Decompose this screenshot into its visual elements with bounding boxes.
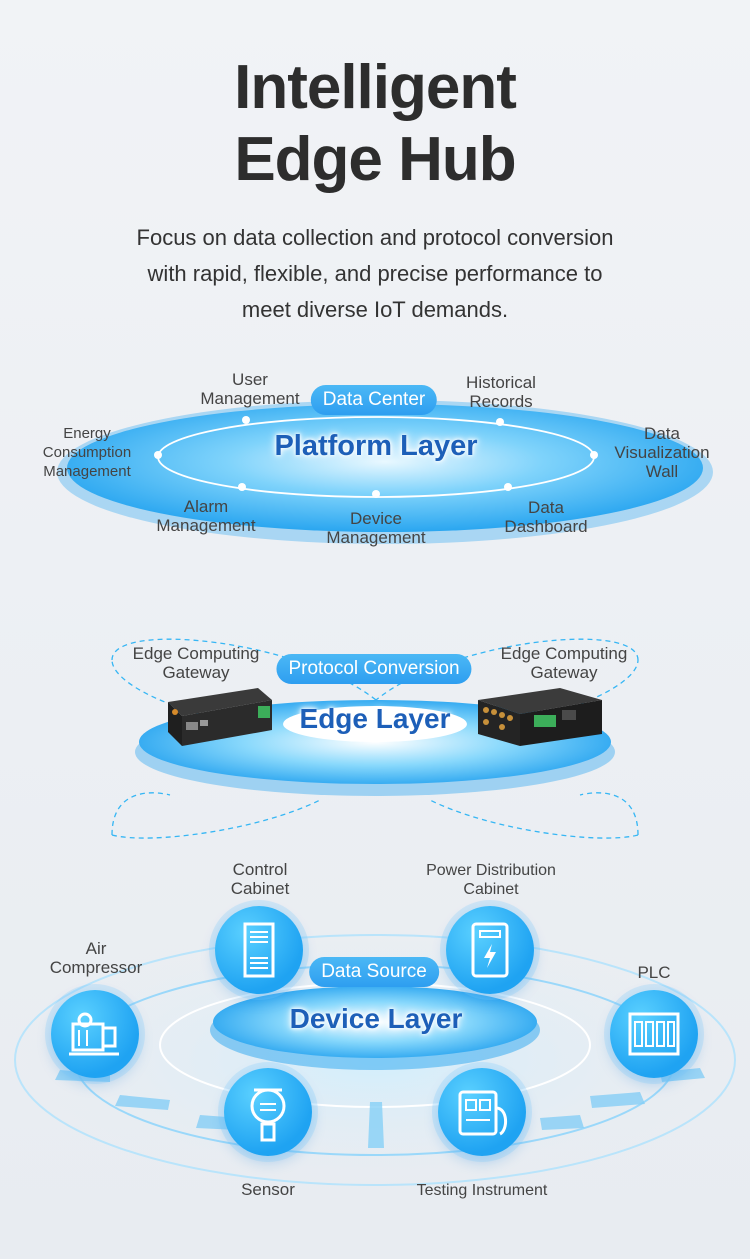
label-plc: PLC [637,963,671,982]
device-layer-title: Device Layer [289,1003,463,1034]
power-box-icon [446,906,534,994]
label-alarm-management: Alarm Management [156,497,256,535]
plc-icon [610,990,698,1078]
label-historical-records: Historical Records [466,373,536,411]
label-sensor: Sensor [241,1180,295,1199]
subtitle-line-2: with rapid, flexible, and precise perfor… [147,261,603,286]
uplink-beams-top [345,545,406,655]
device-floor [0,920,750,1200]
edge-layer-title: Edge Layer [299,703,451,734]
label-gateway-right: Edge Computing Gateway [500,644,628,682]
label-gateway-left: Edge Computing Gateway [132,644,260,682]
instrument-icon [438,1068,526,1156]
page-title: Intelligent Edge Hub [0,52,750,196]
label-testing-instrument: Testing Instrument [416,1182,548,1199]
pill-data-center: Data Center [310,385,438,415]
platform-layer-title: Platform Layer [274,430,478,462]
cabinet-icon [215,906,303,994]
title-line-2: Edge Hub [234,125,516,194]
sensor-icon [224,1068,312,1156]
label-power-cabinet: Power Distribution Cabinet [426,862,556,898]
subtitle-line-1: Focus on data collection and protocol co… [136,225,614,250]
title-line-1: Intelligent [234,53,517,122]
pill-data-source: Data Source [309,957,439,987]
label-data-visualization: Data Visualization Wall [614,424,710,481]
subtitle-line-3: meet diverse IoT demands. [241,297,509,322]
label-energy-consumption: Energy Consumption Management [42,425,132,480]
compressor-icon [51,990,139,1078]
label-data-dashboard: Data Dashboard [504,498,588,536]
label-user-management: User Management [200,370,300,408]
pill-protocol-conversion: Protocol Conversion [276,654,472,684]
label-device-management: Device Management [326,509,426,547]
gateway-device-left [168,688,272,746]
page-subtitle: Focus on data collection and protocol co… [110,220,640,328]
gateway-device-right [478,688,602,746]
platform-disc [57,400,713,544]
label-control-cabinet: Control Cabinet [230,860,290,898]
label-air-compressor: Air Compressor [49,939,143,977]
